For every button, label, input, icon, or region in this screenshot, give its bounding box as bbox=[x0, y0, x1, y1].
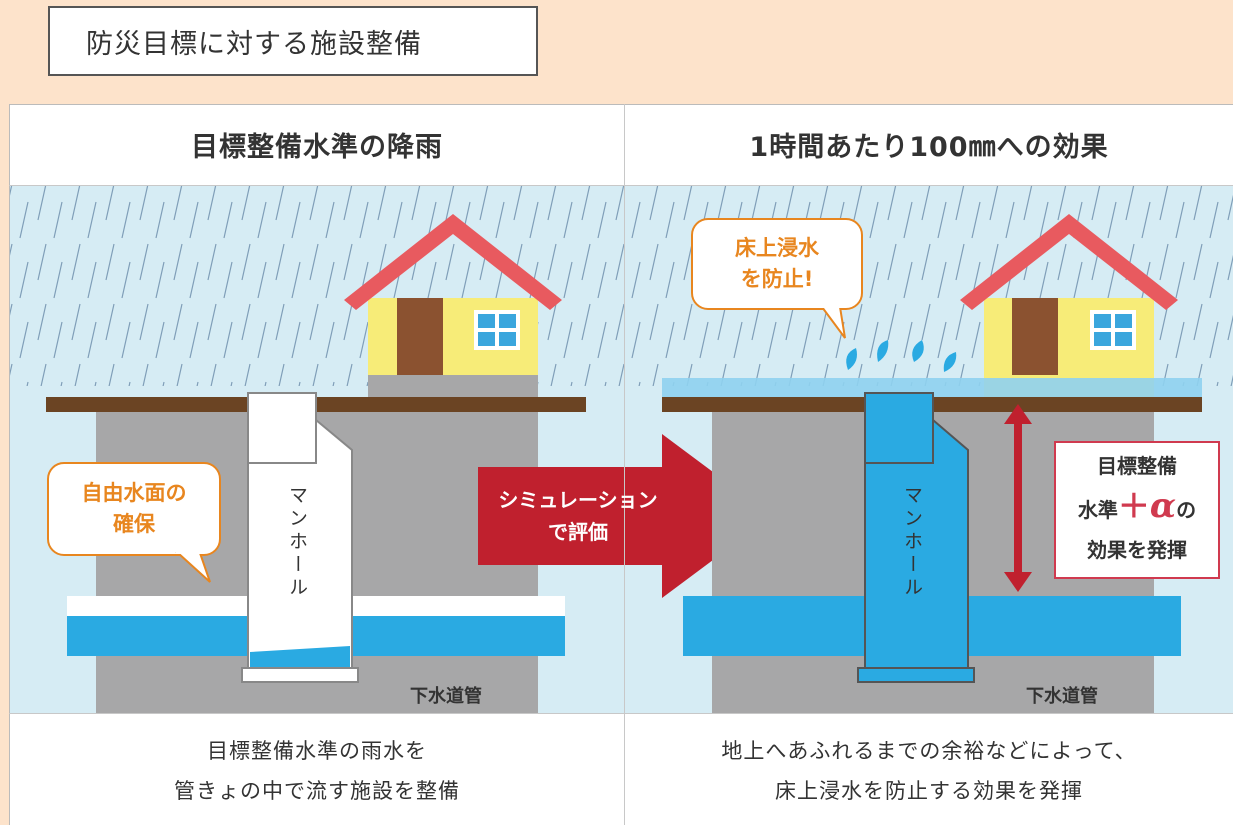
left-caption: 目標整備水準の雨水を管きょの中で流す施設を整備 bbox=[174, 739, 460, 803]
left-pipe-label: 下水道管 bbox=[410, 686, 482, 707]
right-surface-water bbox=[662, 378, 1202, 398]
height-arrow bbox=[1004, 404, 1032, 592]
footer-divider bbox=[9, 713, 1233, 714]
right-bubble bbox=[691, 218, 863, 339]
splash bbox=[846, 340, 957, 372]
left-manhole bbox=[241, 392, 359, 683]
right-pipe-label: 下水道管 bbox=[1026, 686, 1098, 707]
house-roof bbox=[344, 214, 562, 310]
effect-text: 目標整備 水準＋αの 効果を発揮 bbox=[1077, 454, 1197, 562]
arrow-label: シミュレーションで評価 bbox=[498, 488, 658, 544]
page-title: 防災目標に対する施設整備 bbox=[48, 6, 538, 76]
left-bubble bbox=[47, 462, 221, 583]
panel-divider bbox=[624, 104, 625, 825]
right-bubble-text: 床上浸水を防止! bbox=[735, 236, 819, 291]
effect-box bbox=[1054, 441, 1220, 579]
right-manhole-label: マンホール bbox=[901, 485, 923, 600]
header-divider bbox=[9, 185, 1233, 186]
evaluation-arrow bbox=[478, 434, 772, 598]
left-bubble-text: 自由水面の確保 bbox=[81, 481, 187, 536]
right-manhole bbox=[857, 392, 975, 683]
right-caption: 地上へあふれるまでの余裕などによって、床上浸水を防止する効果を発揮 bbox=[721, 739, 1137, 803]
left-panel-title: 目標整備水準の降雨 bbox=[191, 132, 443, 163]
right-panel-title: 1時間あたり100㎜への効果 bbox=[749, 132, 1109, 163]
left-house bbox=[344, 214, 562, 399]
house-door bbox=[397, 298, 443, 375]
left-manhole-label: マンホール bbox=[286, 485, 308, 600]
